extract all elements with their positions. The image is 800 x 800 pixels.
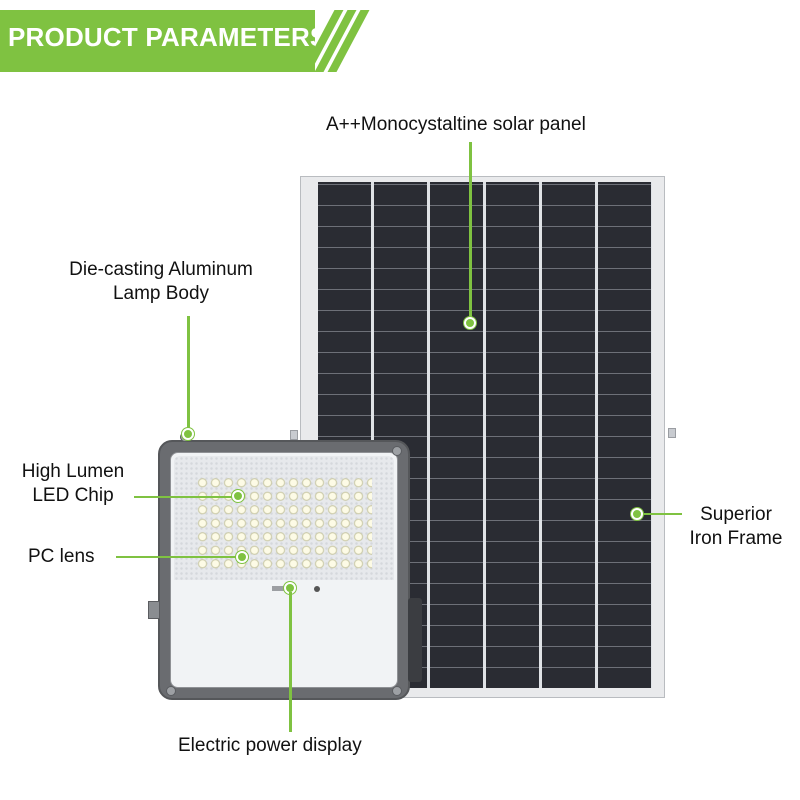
lamp-body-marker: [182, 428, 194, 440]
light-sensor: [314, 586, 320, 592]
iron-frame-label: Superior Iron Frame: [680, 503, 792, 551]
led-chip-marker: [232, 490, 244, 502]
lamp-body-label-line2: Lamp Body: [112, 283, 210, 304]
header-title: PRODUCT PARAMETERS: [8, 22, 328, 52]
pc-lens-marker: [236, 551, 248, 563]
lamp-cable-gland: [148, 601, 160, 619]
lamp-screw: [392, 446, 402, 456]
solar-panel-marker: [464, 317, 476, 329]
panel-bracket: [290, 430, 298, 440]
power-display-label: Electric power display: [178, 735, 362, 756]
led-chip-label: High Lumen LED Chip: [10, 460, 136, 508]
iron-frame-leader-line: [640, 513, 682, 515]
pc-lens-leader-line: [116, 556, 242, 558]
header-banner: PRODUCT PARAMETERS: [0, 10, 327, 72]
pc-lens-label: PC lens: [28, 546, 95, 567]
led-chip-label-line1: High Lumen: [21, 461, 125, 482]
lamp-screw: [166, 686, 176, 696]
iron-frame-label-line2: Iron Frame: [689, 528, 783, 549]
led-chip-leader-line: [134, 496, 238, 498]
solar-panel-leader-line: [469, 142, 472, 322]
led-chip-label-line2: LED Chip: [32, 485, 114, 506]
lamp-body-label-line1: Die-casting Aluminum: [69, 259, 253, 280]
power-display-leader-line: [289, 592, 292, 732]
iron-frame-label-line1: Superior: [700, 504, 772, 525]
lamp-body-leader-line: [187, 316, 190, 432]
lamp-mount-bracket: [408, 598, 422, 682]
solar-panel-label: A++Monocystaltine solar panel: [326, 114, 586, 135]
lamp-body-label: Die-casting Aluminum Lamp Body: [40, 258, 282, 306]
panel-bracket: [668, 428, 676, 438]
iron-frame-marker: [631, 508, 643, 520]
lamp-screw: [392, 686, 402, 696]
